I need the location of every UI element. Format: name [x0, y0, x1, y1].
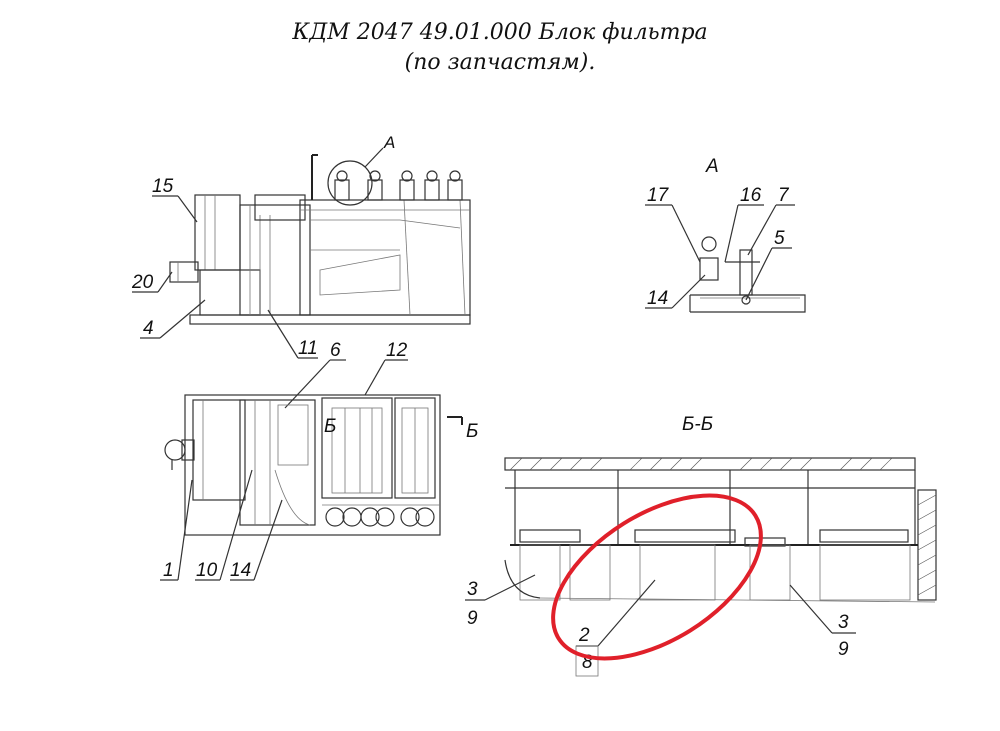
detail-a-circle: [327, 160, 373, 206]
callout-14-plan: 14: [230, 560, 251, 581]
fan-housing: [194, 194, 241, 271]
callout-1: 1: [163, 560, 174, 581]
motor-bracket: [169, 261, 199, 283]
callout-a-marker: А: [383, 133, 395, 152]
drawing-title: КДМ 2047 49.01.000 Блок фильтра: [292, 20, 708, 45]
callout-16: 16: [740, 185, 762, 206]
callout-15: 15: [152, 176, 174, 197]
callout-3-right: 3: [838, 612, 849, 633]
plan-view: Б Б 1 10 14: [160, 394, 478, 581]
side-view: А 15 20 4 11 6 12: [131, 133, 471, 409]
section-mark-right: Б: [466, 421, 478, 442]
callout-7: 7: [778, 185, 790, 206]
filter-box: [299, 199, 471, 316]
callout-3-left: 3: [467, 579, 478, 600]
highlight-ellipse: [551, 493, 763, 661]
callout-11: 11: [298, 338, 318, 359]
detail-a-view: А 17 16 7 5 14: [645, 156, 806, 313]
callout-12: 12: [386, 340, 408, 361]
callout-10: 10: [196, 560, 218, 581]
section-mark-left: Б: [324, 416, 336, 437]
callout-9-right: 9: [838, 639, 849, 660]
detail-a-title: А: [705, 156, 719, 177]
callout-9-left: 9: [467, 608, 478, 629]
callout-20: 20: [131, 272, 154, 293]
section-bb-view: Б-Б: [465, 414, 937, 677]
drawing-subtitle: (по запчастям).: [404, 50, 596, 75]
callout-14-detail: 14: [647, 288, 668, 309]
section-bb-title: Б-Б: [682, 414, 713, 435]
cyclone-block: [239, 204, 311, 316]
callout-2: 2: [578, 625, 590, 646]
motor: [199, 269, 261, 316]
plan-outline: [184, 394, 441, 536]
callout-4: 4: [143, 318, 154, 339]
base-rail: [189, 314, 471, 325]
callout-17: 17: [647, 185, 670, 206]
callout-5: 5: [774, 228, 785, 249]
callout-8: 8: [582, 652, 593, 673]
callout-6: 6: [330, 340, 341, 361]
